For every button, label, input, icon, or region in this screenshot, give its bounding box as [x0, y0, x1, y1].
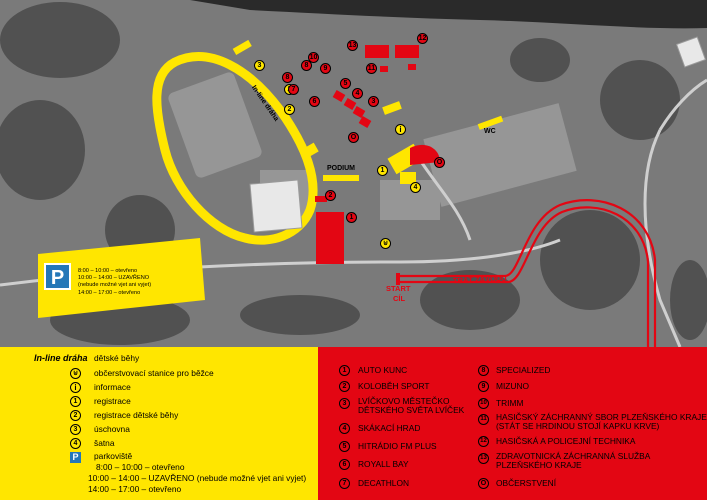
map-marker-red-8: 8 — [301, 60, 312, 71]
legend-num: 8 — [478, 365, 489, 376]
cup-icon: ⊍ — [70, 368, 81, 379]
map-marker-red-2: 2 — [325, 190, 336, 201]
parking-area — [38, 238, 205, 318]
lighter-fields — [168, 72, 577, 220]
exhibitor-name: DĚTSKÉHO SVĚTA LVÍČEK — [358, 405, 465, 415]
exhibitor-name: HITRÁDIO FM PLUS — [358, 441, 437, 451]
legend-num: 2 — [70, 410, 81, 421]
legend-num: 12 — [478, 436, 489, 447]
parking-hours: 10:00 – 14:00 – UZAVŘENO (nebude možné v… — [88, 473, 307, 483]
legend-num: 11 — [478, 414, 489, 425]
info-icon: i — [70, 382, 81, 393]
map-marker-red-13: 13 — [347, 40, 358, 51]
legend-num: 3 — [70, 424, 81, 435]
exhibitor-name: SPECIALIZED — [496, 365, 551, 375]
map-cup-icon: ⊍ — [380, 238, 391, 249]
map-label-cil: CÍL — [393, 294, 406, 303]
map-marker-red-9: 9 — [320, 63, 331, 74]
map-marker-yellow: 3 — [254, 60, 265, 71]
map-parking-hours-3: 14:00 – 17:00 – otevřeno — [78, 290, 141, 296]
map-parking-icon: P — [44, 263, 71, 290]
exhibitor-name: MIZUNO — [496, 381, 530, 391]
legend-item: registrace dětské běhy — [94, 410, 179, 420]
lake — [190, 0, 707, 29]
exhibitor-name: TRIMM — [496, 398, 524, 408]
map-marker-red-12: 12 — [417, 33, 428, 44]
legend-item: informace — [94, 382, 131, 392]
legend-num: 10 — [478, 398, 489, 409]
map-marker-red-10: 10 — [308, 52, 319, 63]
map-marker-red-1: 1 — [346, 212, 357, 223]
map-marker-red-4: 4 — [352, 88, 363, 99]
exhibitor-name: DECATHLON — [358, 478, 410, 488]
map-marker-red-o2: O — [434, 157, 445, 168]
map-label-wc: WC — [484, 128, 496, 135]
tree-areas — [0, 2, 707, 345]
map-info-icon: i — [395, 124, 406, 135]
legend-yellow-panel — [0, 347, 318, 500]
legend-num: 13 — [478, 453, 489, 464]
map-marker-yellow: 2 — [284, 104, 295, 115]
map-marker-red-o: O — [348, 132, 359, 143]
map-marker-red-3: 3 — [368, 96, 379, 107]
parking-hours: 8:00 – 10:00 – otevřeno — [96, 462, 185, 472]
legend-num: 3 — [339, 398, 350, 409]
map-marker-red-6: 6 — [309, 96, 320, 107]
exhibitor-name: HASIČSKÝ ZÁCHRANNÝ SBOR PLZEŇSKÉHO KRAJE — [496, 412, 707, 422]
exhibitor-name: HASIČSKÁ A POLICEJNÍ TECHNIKA — [496, 436, 636, 446]
legend-red-panel — [318, 347, 707, 500]
map-parking-hours-2: (nebude možné vjet ani vyjet) — [78, 282, 152, 288]
map-marker-red-11: 11 — [366, 63, 377, 74]
legend-item: občerstvovací stanice pro běžce — [94, 368, 214, 378]
map-marker-yellow: 1 — [377, 165, 388, 176]
legend-inline-label: In-line dráha — [34, 353, 88, 363]
exhibitor-name: PLZEŇSKÉHO KRAJE — [496, 460, 582, 470]
red-structures — [315, 45, 440, 264]
map-label-start: START — [386, 284, 411, 293]
map-parking-hours-0: 8:00 – 10:00 – otevřeno — [78, 268, 138, 274]
parking-hours: 14:00 – 17:00 – otevřeno — [88, 484, 182, 494]
legend-num: 6 — [339, 459, 350, 470]
exhibitor-name: AUTO KUNC — [358, 365, 408, 375]
map-label-podium: PODIUM — [327, 165, 355, 172]
legend-num: 7 — [339, 478, 350, 489]
exhibitor-name: ZDRAVOTNICKÁ ZÁCHRANNÁ SLUŽBA — [496, 451, 651, 461]
map-parking-hours-1: 10:00 – 14:00 – UZAVŘENO — [78, 275, 150, 281]
legend-num: 2 — [339, 381, 350, 392]
legend-item: úschovna — [94, 424, 130, 434]
legend-item: parkoviště — [94, 451, 133, 461]
exhibitor-name: LVÍČKOVO MĚSTEČKO — [358, 396, 450, 406]
exhibitor-name: SKÁKACÍ HRAD — [358, 423, 421, 433]
map-marker-red-7: 7 — [288, 84, 299, 95]
legend-num: 9 — [478, 381, 489, 392]
map-marker-red-8b: 8 — [282, 72, 293, 83]
buildings — [249, 36, 707, 233]
race-route — [398, 199, 657, 347]
parking-icon: P — [70, 452, 81, 463]
exhibitor-name: ROYALL BAY — [358, 459, 409, 469]
exhibitor-name: (STÁT SE HRDINOU STOJÍ KAPKU KRVE) — [496, 421, 660, 431]
map-marker-yellow: 4 — [410, 182, 421, 193]
aerial-map — [0, 0, 707, 347]
legend-item: dětské běhy — [94, 353, 140, 363]
inline-track — [152, 52, 318, 245]
legend-num: O — [478, 478, 489, 489]
legend-item: registrace — [94, 396, 131, 406]
exhibitor-name: KOLOBĚH SPORT — [358, 381, 430, 391]
legend-num: 1 — [339, 365, 350, 376]
legend-num: 4 — [339, 423, 350, 434]
start-line — [396, 273, 400, 285]
legend-num: 1 — [70, 396, 81, 407]
legend-item: šatna — [94, 438, 115, 448]
legend-num: 5 — [339, 441, 350, 452]
exhibitor-name: OBČERSTVENÍ — [496, 478, 557, 488]
map-marker-red-5: 5 — [340, 78, 351, 89]
legend-num: 4 — [70, 438, 81, 449]
